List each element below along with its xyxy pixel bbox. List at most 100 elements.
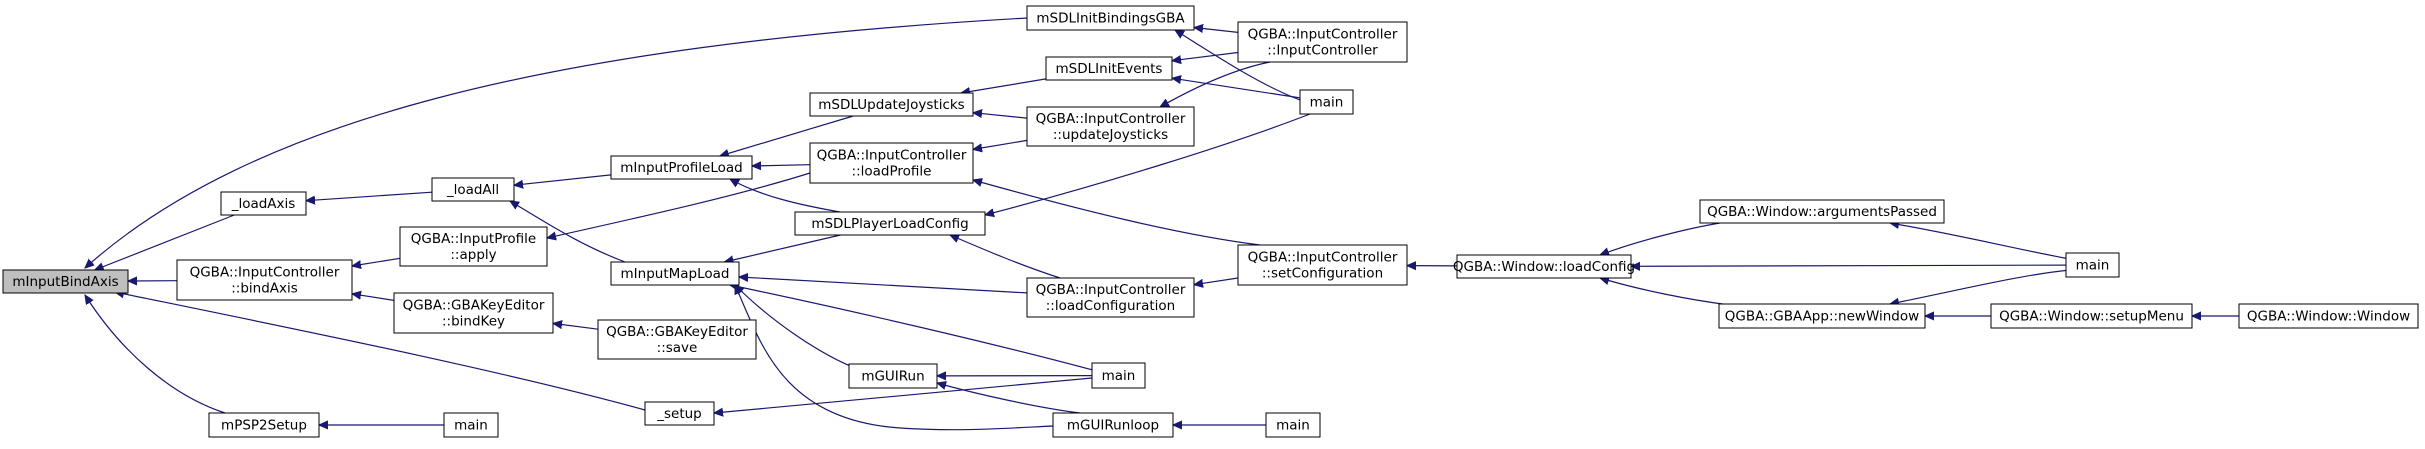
node-main3[interactable]: main (1265, 412, 1321, 438)
node-label: QGBA::InputController (1036, 111, 1186, 127)
edge-sdlupd-sdlevents (961, 78, 1047, 93)
node-label: mSDLUpdateJoysticks (818, 97, 964, 113)
edge-sdlplayer-ic_loadcfg (950, 235, 1061, 279)
edge-sdlplayer-main1 (985, 113, 1311, 215)
node-box (610, 261, 740, 286)
edge-app_nw-main_r (1890, 269, 2071, 304)
node-box (597, 319, 757, 360)
node-ic_loadprof[interactable]: QGBA::InputController::loadProfile (809, 142, 974, 184)
edge-ke_bind-ke_save (553, 323, 599, 330)
edge-w_loadcfg-main_r (1631, 265, 2067, 266)
node-label: QGBA::InputController (1036, 282, 1186, 298)
node-setup[interactable]: _setup (644, 401, 715, 426)
node-sdlevents[interactable]: mSDLInitEvents (1045, 56, 1173, 81)
edge-loadall-mapload (510, 201, 626, 263)
node-label: main (1102, 368, 1136, 384)
edge-ic_bind-ke_bind (352, 294, 395, 301)
edge-guirun-guirunloop (937, 383, 1081, 414)
node-loadall[interactable]: _loadAll (431, 177, 515, 202)
node-ke_save[interactable]: QGBA::GBAKeyEditor::save (597, 319, 757, 360)
node-label: ::loadProfile (852, 164, 932, 180)
node-ip_apply[interactable]: QGBA::InputProfile::apply (399, 226, 548, 267)
node-box (1026, 277, 1195, 318)
node-label: ::InputController (1267, 43, 1378, 59)
edge-sdlevents-ic_ctor (1172, 51, 1239, 61)
edge-w_loadcfg-app_nw (1600, 278, 1731, 306)
node-label: mGUIRun (861, 369, 924, 385)
node-root[interactable]: mInputBindAxis (2, 269, 129, 294)
node-box (1990, 303, 2193, 329)
node-guirunloop[interactable]: mGUIRunloop (1052, 412, 1174, 438)
node-label: QGBA::InputController (190, 265, 340, 281)
node-label: QGBA::Window::argumentsPassed (1707, 204, 1937, 220)
node-label: mGUIRunloop (1067, 418, 1159, 434)
node-sdlbind[interactable]: mSDLInitBindingsGBA (1026, 5, 1195, 31)
node-profload[interactable]: mInputProfileLoad (610, 155, 753, 180)
edge-mapload-guirun (735, 285, 861, 371)
node-label: QGBA::Window::Window (2247, 309, 2410, 325)
node-box (809, 142, 974, 184)
node-ic_loadcfg[interactable]: QGBA::InputController::loadConfiguration (1026, 277, 1195, 318)
node-label: QGBA::GBAKeyEditor (606, 324, 748, 340)
node-box (2065, 252, 2120, 278)
node-box (610, 155, 753, 180)
node-mapload[interactable]: mInputMapLoad (610, 261, 740, 286)
node-loadaxis[interactable]: _loadAxis (220, 191, 307, 216)
node-label: QGBA::GBAKeyEditor (403, 298, 545, 314)
edge-sdlbind-main1 (1175, 30, 1301, 101)
node-box (1456, 254, 1632, 279)
node-sdlplayer[interactable]: mSDLPlayerLoadConfig (794, 211, 986, 236)
node-ke_bind[interactable]: QGBA::GBAKeyEditor::bindKey (393, 292, 554, 334)
node-main2[interactable]: main (1091, 362, 1146, 389)
node-label: main (1310, 95, 1344, 111)
node-label: QGBA::Window::loadConfig (1453, 259, 1635, 275)
node-guirun[interactable]: mGUIRun (848, 363, 938, 389)
node-label: ::loadConfiguration (1046, 298, 1176, 314)
node-box (1045, 56, 1173, 81)
node-app_nw[interactable]: QGBA::GBAApp::newWindow (1718, 303, 1926, 329)
edge-mapload-ic_loadcfg (739, 277, 1028, 294)
node-ic_bind[interactable]: QGBA::InputController::bindAxis (176, 259, 353, 301)
node-psp2[interactable]: mPSP2Setup (208, 412, 320, 438)
node-box (1699, 199, 1945, 224)
node-label: ::bindKey (442, 314, 505, 330)
node-box (1299, 89, 1354, 115)
edge-profload-sdlupd (720, 115, 854, 156)
node-box (2238, 303, 2419, 329)
edge-ic_upd-ic_ctor (1160, 61, 1271, 107)
node-label: QGBA::InputController (1248, 250, 1398, 266)
node-main_r[interactable]: main (2065, 252, 2120, 278)
edge-profload-sdlplayer (730, 179, 841, 213)
node-label: mSDLInitBindingsGBA (1036, 11, 1185, 27)
edge-root-sdlbind (85, 17, 1028, 268)
node-box (443, 412, 499, 438)
node-label: mPSP2Setup (221, 418, 307, 434)
node-box (1237, 244, 1408, 286)
node-box (644, 401, 715, 426)
node-box (794, 211, 986, 236)
edge-mapload-main2 (730, 285, 1101, 373)
node-w_setup[interactable]: QGBA::Window::setupMenu (1990, 303, 2193, 329)
node-w_args[interactable]: QGBA::Window::argumentsPassed (1699, 199, 1945, 224)
edge-root-psp2 (85, 295, 226, 414)
node-box (848, 363, 938, 389)
node-label: QGBA::InputController (1248, 27, 1398, 43)
node-ic_upd[interactable]: QGBA::InputController::updateJoysticks (1026, 106, 1195, 147)
node-box (1091, 362, 1146, 389)
node-sdlupd[interactable]: mSDLUpdateJoysticks (809, 92, 974, 117)
node-w_window[interactable]: QGBA::Window::Window (2238, 303, 2419, 329)
node-main4[interactable]: main (443, 412, 499, 438)
node-main1[interactable]: main (1299, 89, 1354, 115)
node-label: QGBA::InputProfile (411, 231, 536, 247)
node-label: ::apply (450, 247, 496, 263)
node-ic_ctor[interactable]: QGBA::InputController::InputController (1237, 21, 1408, 63)
edge-sdlbind-ic_ctor (1194, 28, 1239, 33)
node-label: QGBA::GBAApp::newWindow (1725, 309, 1919, 325)
node-label: QGBA::InputController (817, 148, 967, 164)
node-ic_setcfg[interactable]: QGBA::InputController::setConfiguration (1237, 244, 1408, 286)
node-label: mSDLPlayerLoadConfig (811, 216, 968, 232)
node-label: mSDLInitEvents (1056, 61, 1163, 77)
node-w_loadcfg[interactable]: QGBA::Window::loadConfig (1453, 254, 1635, 279)
node-box (399, 226, 548, 267)
